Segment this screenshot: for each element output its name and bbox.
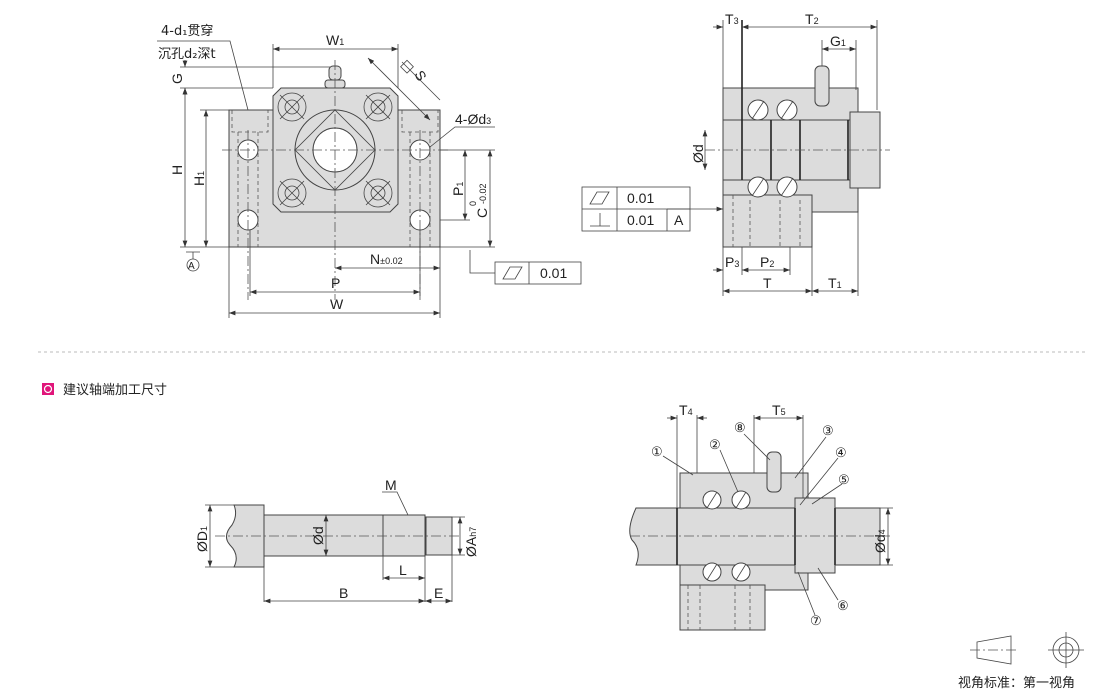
- projection-label: 视角标准：第一视角: [958, 676, 1075, 691]
- locknut: [794, 497, 836, 574]
- tol-flatness-value: 0.01: [627, 190, 654, 206]
- side-view: T3 T2 G1 Ød P3 P2 T T1 0.01 0.01 A: [581, 11, 890, 296]
- dim-m: M: [385, 477, 397, 493]
- section-title: 建议轴端加工尺寸: [63, 383, 167, 398]
- frustum-icon: [976, 635, 1012, 665]
- dim-g1: G1: [830, 33, 846, 49]
- callout-5: ⑤: [838, 472, 850, 487]
- dim-d4: Ød4: [872, 529, 888, 553]
- grease-nipple-side: [814, 65, 830, 107]
- dim-b: B: [339, 585, 348, 601]
- flatness-frame: [494, 261, 582, 285]
- dim-t: T: [763, 275, 772, 291]
- base-side: [722, 194, 813, 248]
- dim-t4: T4: [679, 402, 693, 418]
- dim-h: H: [169, 165, 185, 175]
- dim-c: C: [474, 208, 490, 218]
- dim-e: E: [434, 585, 443, 601]
- dim-d-shaft: Ød: [310, 526, 326, 545]
- dim-a: ØAh7: [463, 527, 479, 557]
- bearings-side: [747, 99, 798, 198]
- dim-h1: H1: [191, 171, 207, 186]
- tolerance-frame: 0.01 0.01 A: [581, 186, 723, 232]
- perpendicularity-icon: [590, 213, 610, 227]
- flatness-icon: [502, 266, 523, 280]
- dim-d1: ØD1: [194, 526, 210, 552]
- note-counterbore: 沉孔d₂深t: [158, 47, 216, 62]
- dim-p: P: [331, 275, 340, 291]
- dim-w1: W1: [326, 32, 344, 48]
- dim-c-tol-lower: -0.02: [478, 183, 488, 204]
- callout-4: ④: [835, 445, 847, 460]
- note-through-holes: 4-d₁贯穿: [161, 23, 213, 39]
- grease-nipple-assembly: [766, 451, 782, 493]
- assembly-view: T4 T5 Ød4 ① ② ③ ④ ⑤ ⑥ ⑦ ⑧: [629, 402, 893, 631]
- bearings: [702, 490, 751, 582]
- thread-section: [382, 514, 426, 557]
- projection-symbol: 视角标准：第一视角: [958, 632, 1084, 691]
- section-header: 建议轴端加工尺寸: [42, 383, 167, 398]
- dim-w: W: [330, 296, 344, 312]
- dim-c-tol-upper: 0: [468, 201, 478, 206]
- dim-t3: T3: [725, 11, 739, 27]
- tol-perp-datum: A: [674, 212, 684, 228]
- assembly-shaft: [629, 507, 881, 566]
- shaft-view: ØD1 Ød M L B E ØAh7: [194, 477, 479, 604]
- dim-p3: P3: [725, 254, 739, 270]
- callout-1: ①: [651, 444, 663, 459]
- dim-t5: T5: [772, 402, 786, 418]
- front-view: W1 G H H1 S P1 C 0 -0.02 N±0.02 P W 4-d₁…: [157, 23, 582, 318]
- dim-g: G: [169, 73, 185, 84]
- dim-l: L: [399, 562, 407, 578]
- callout-8: ⑧: [734, 420, 746, 435]
- dim-n: N±0.02: [370, 251, 403, 267]
- callout-2: ②: [709, 437, 721, 452]
- dim-d-side: Ød: [690, 144, 706, 163]
- flatness-value: 0.01: [540, 265, 567, 281]
- dim-d3: 4-Ød3: [455, 111, 491, 127]
- housing-base: [679, 584, 766, 631]
- tol-perp-value: 0.01: [627, 212, 654, 228]
- dim-t2: T2: [805, 11, 819, 27]
- shaft-d1-section: [226, 504, 265, 568]
- callout-3: ③: [822, 423, 834, 438]
- dim-p1: P1: [450, 182, 466, 196]
- section-bullet-icon: [42, 383, 54, 395]
- datum-a: A: [188, 261, 195, 272]
- dim-t1: T1: [828, 275, 842, 291]
- dim-p2: P2: [760, 254, 774, 270]
- callout-6: ⑥: [837, 598, 849, 613]
- flatness-icon: [589, 191, 610, 205]
- callout-7: ⑦: [810, 613, 822, 628]
